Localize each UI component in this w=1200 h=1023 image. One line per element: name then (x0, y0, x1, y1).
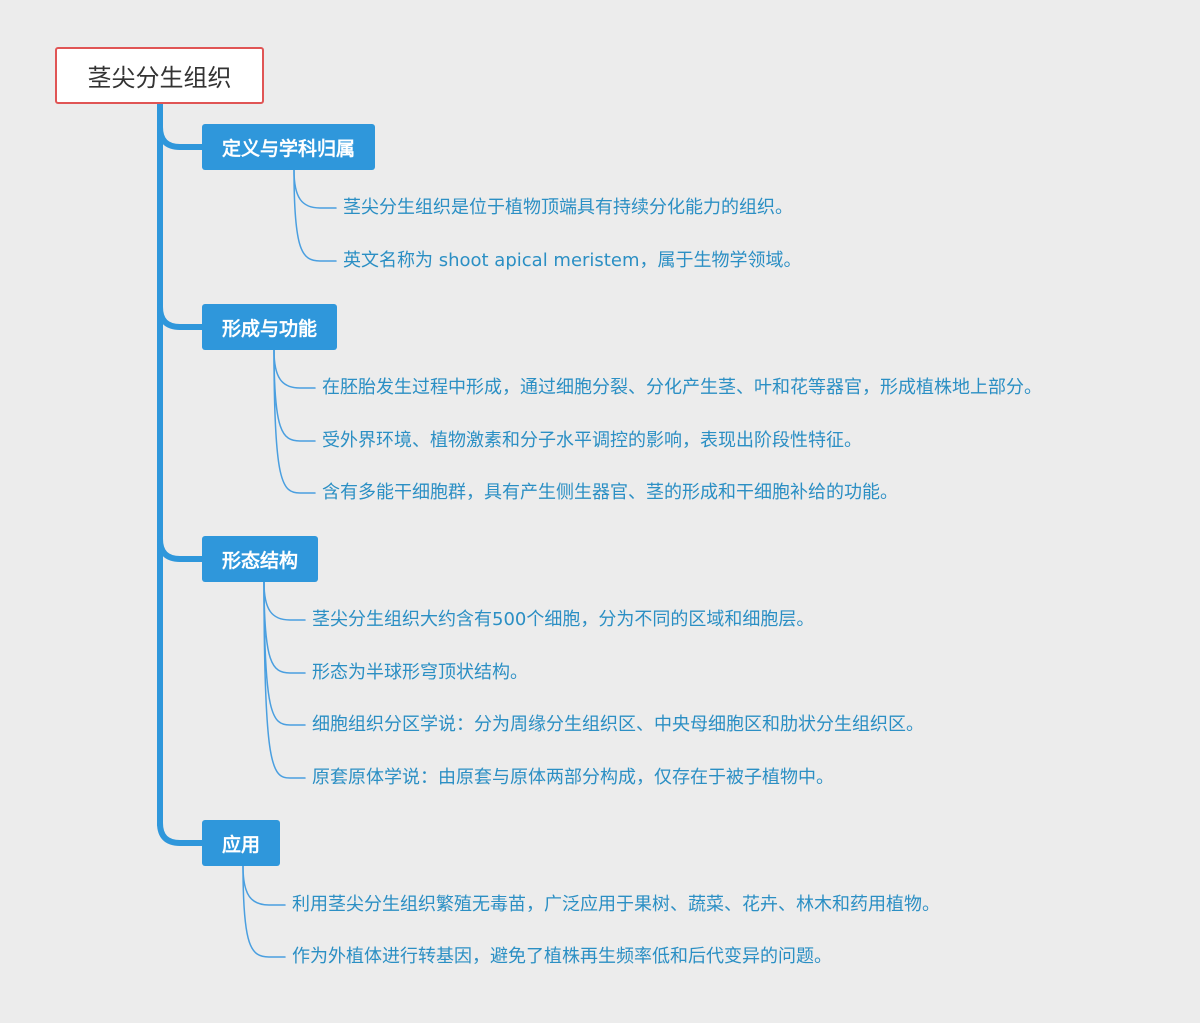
leaf-topic[interactable]: 茎尖分生组织是位于植物顶端具有持续分化能力的组织。 (343, 197, 793, 218)
leaf-topic[interactable]: 原套原体学说：由原套与原体两部分构成，仅存在于被子植物中。 (312, 767, 834, 788)
leaf-topic[interactable]: 受外界环境、植物激素和分子水平调控的影响，表现出阶段性特征。 (322, 430, 862, 451)
branch-topic-application[interactable]: 应用 (202, 820, 281, 866)
leaf-connector-line (293, 169, 337, 262)
leaf-connector-line (263, 581, 306, 674)
leaf-topic[interactable]: 含有多能干细胞群，具有产生侧生器官、茎的形成和干细胞补给的功能。 (322, 482, 898, 503)
leaf-connector-line (273, 349, 316, 494)
branch-topic-label: 应用 (222, 833, 261, 856)
leaf-topic[interactable]: 作为外植体进行转基因，避免了植株再生频率低和后代变异的问题。 (292, 946, 832, 967)
trunk-branch-elbow (157, 536, 205, 562)
branch-topic-label: 定义与学科归属 (222, 137, 356, 160)
branch-topic-formation-function[interactable]: 形成与功能 (202, 304, 338, 350)
branch-topic-label: 形态结构 (222, 549, 299, 572)
branch-topic-morphology[interactable]: 形态结构 (202, 536, 319, 582)
leaf-topic[interactable]: 细胞组织分区学说：分为周缘分生组织区、中央母细胞区和肋状分生组织区。 (312, 714, 924, 735)
leaf-connector-line (273, 349, 316, 389)
leaf-connector-line (263, 581, 306, 621)
trunk-branch-elbow (157, 820, 205, 846)
leaf-topic[interactable]: 英文名称为 shoot apical meristem，属于生物学领域。 (343, 250, 802, 271)
branch-topic-definition[interactable]: 定义与学科归属 (202, 124, 376, 170)
trunk-branch-elbow (157, 304, 205, 330)
leaf-connector-line (293, 169, 337, 209)
leaf-connector-line (242, 865, 286, 958)
leaf-connector-line (263, 581, 306, 726)
leaf-connector-line (273, 349, 316, 442)
root-topic[interactable]: 茎尖分生组织 (55, 47, 264, 104)
trunk-branch-elbow (157, 124, 205, 150)
leaf-topic[interactable]: 在胚胎发生过程中形成，通过细胞分裂、分化产生茎、叶和花等器官，形成植株地上部分。 (322, 377, 1042, 398)
leaf-connector-line (263, 581, 306, 779)
leaf-topic[interactable]: 利用茎尖分生组织繁殖无毒苗，广泛应用于果树、蔬菜、花卉、林木和药用植物。 (292, 894, 940, 915)
branch-topic-label: 形成与功能 (222, 317, 318, 340)
leaf-connector-line (242, 865, 286, 906)
root-topic-label: 茎尖分生组织 (87, 64, 232, 92)
leaf-topic[interactable]: 形态为半球形穹顶状结构。 (312, 662, 528, 683)
leaf-topic[interactable]: 茎尖分生组织大约含有500个细胞，分为不同的区域和细胞层。 (312, 609, 815, 630)
